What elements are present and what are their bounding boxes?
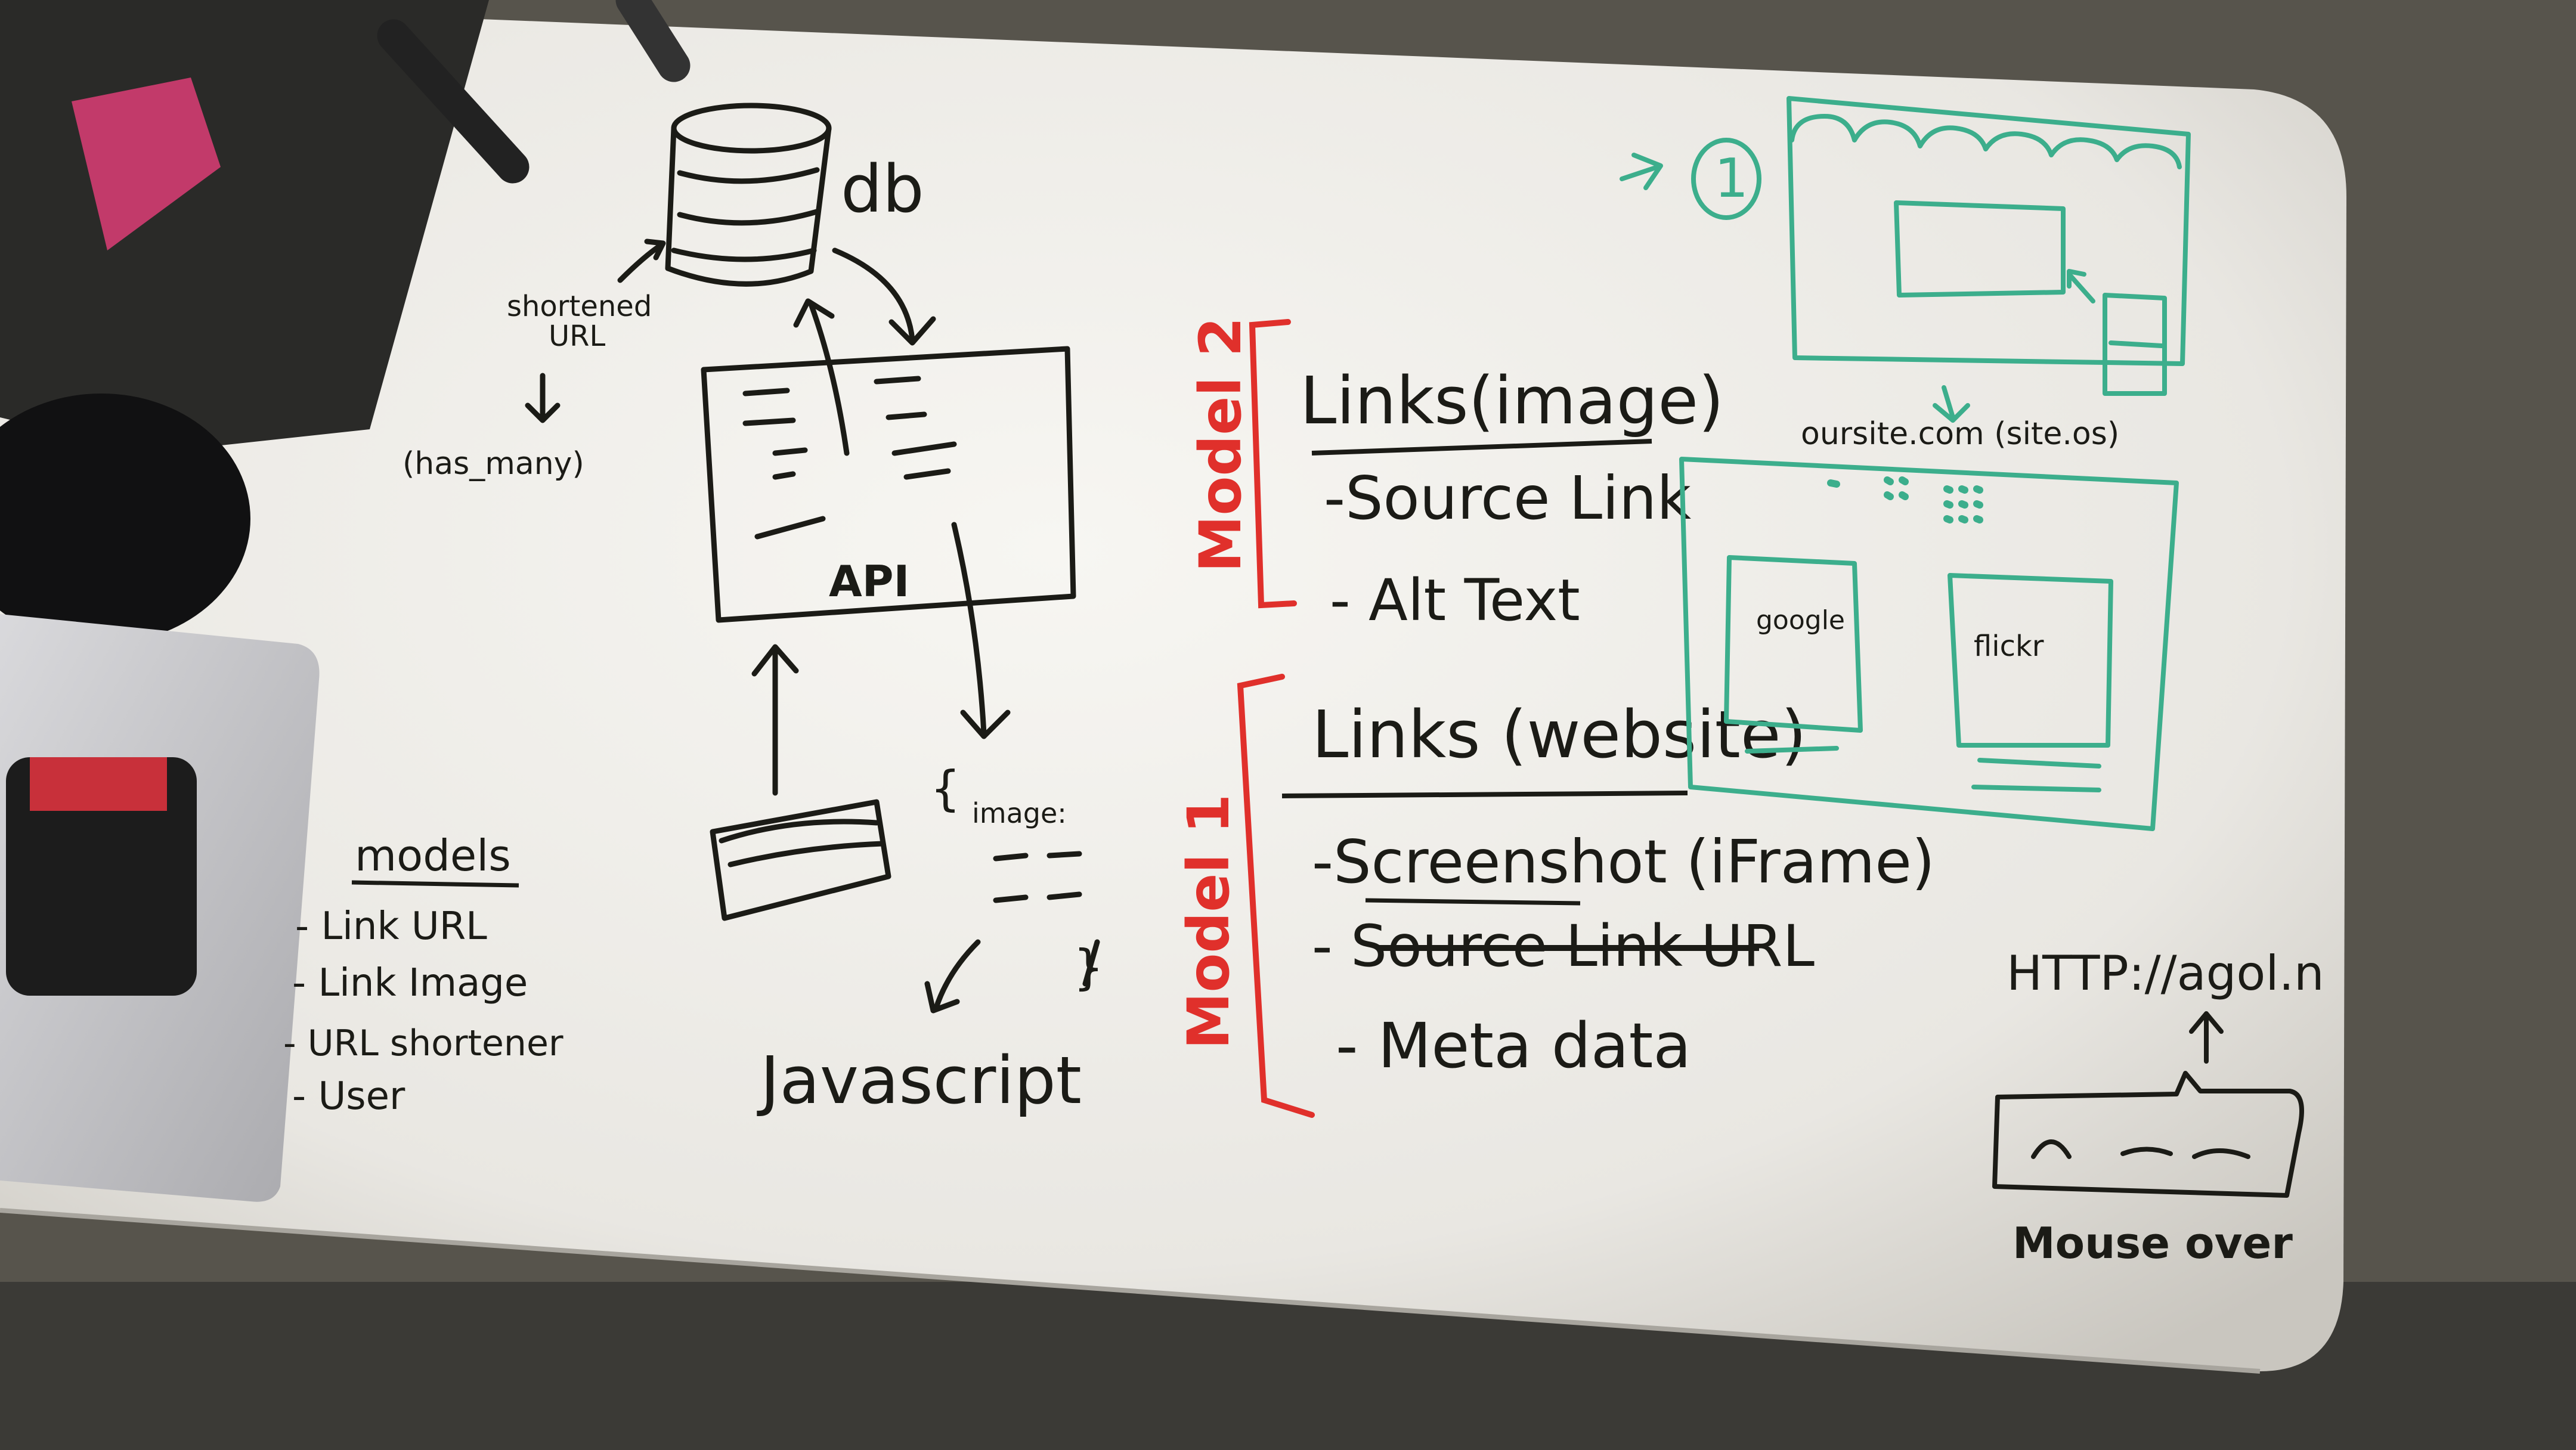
mouseover-caption: Mouse over [2012, 1218, 2293, 1268]
step-circle [1691, 138, 1761, 220]
models-heading: models [355, 831, 511, 881]
tile-left-label: google [1756, 605, 1845, 636]
arrow-api-to-db [808, 301, 850, 456]
client-device-sketch [710, 799, 891, 921]
shortened-url-label-2: URL [549, 320, 605, 353]
marker-pen-2 [615, 0, 691, 82]
arrow-json-to-js [933, 939, 981, 1011]
image-key-label: image: [972, 797, 1067, 829]
database-icon [665, 103, 832, 287]
models-item-4: - User [292, 1074, 405, 1119]
bag-pink-cloth [72, 78, 221, 250]
architecture-sketch [525, 103, 1100, 1014]
site-caption: oursite.com (site.os) [1801, 416, 2119, 452]
tile-right-label: flickr [1974, 630, 2044, 663]
whiteboard [0, 0, 2346, 1371]
mouseover-url: HTTP://agol.n [2007, 946, 2324, 1001]
javascript-label: Javascript [757, 1042, 1082, 1119]
has-many-label: (has_many) [402, 446, 584, 482]
scroll-widget [2103, 293, 2167, 396]
model1-item-1: -Screenshot (iFrame) [1312, 827, 1935, 897]
model2-item-1: -Source Link [1324, 463, 1691, 533]
arrow-api-to-json [951, 522, 987, 736]
models-list: models - Link URL - Link Image - URL sho… [283, 831, 564, 1119]
tooltip-bubble [1992, 1071, 2304, 1198]
api-box [701, 346, 1076, 623]
coffee-mug [0, 394, 250, 644]
image-brace-open: { [930, 761, 961, 816]
browser-content-box [1894, 200, 2066, 298]
tile-left [1724, 555, 1863, 733]
arrow-to-step [1620, 165, 1660, 181]
model2-item-2: - Alt Text [1330, 567, 1580, 634]
models-item-2: - Link Image [292, 961, 528, 1005]
step-number: 1 [1714, 147, 1748, 210]
browser-window [1787, 96, 2191, 366]
mouseover-sketch [1992, 1011, 2304, 1198]
db-label: db [841, 151, 924, 227]
model2-label: Model 2 [1187, 317, 1254, 572]
results-page [1679, 457, 2179, 831]
marker-pen [377, 19, 530, 184]
models-item-3: - URL shortener [283, 1023, 564, 1064]
api-label: API [829, 556, 909, 606]
phone-card [30, 757, 167, 811]
model1-item-3: - Meta data [1336, 1009, 1691, 1082]
tile-right [1948, 573, 2113, 748]
shortened-url-label-1: shortened [507, 290, 652, 323]
site-wireframe [1620, 96, 2191, 831]
model2-title: Links(image) [1300, 362, 1724, 439]
model2-block: Model 2 Links(image) -Source Link - Alt … [1187, 317, 1724, 634]
model1-title: Links (website) [1312, 696, 1807, 773]
browser-tabs [1789, 114, 2182, 169]
model1-block: Model 1 Links (website) -Screenshot (iFr… [1175, 674, 1935, 1118]
models-item-1: - Link URL [295, 904, 487, 949]
brace-close: } [1073, 940, 1104, 995]
model1-label: Model 1 [1175, 794, 1242, 1049]
phone-case [6, 757, 197, 996]
board-edge [0, 1208, 2261, 1374]
arrow-db-to-api [832, 247, 915, 343]
